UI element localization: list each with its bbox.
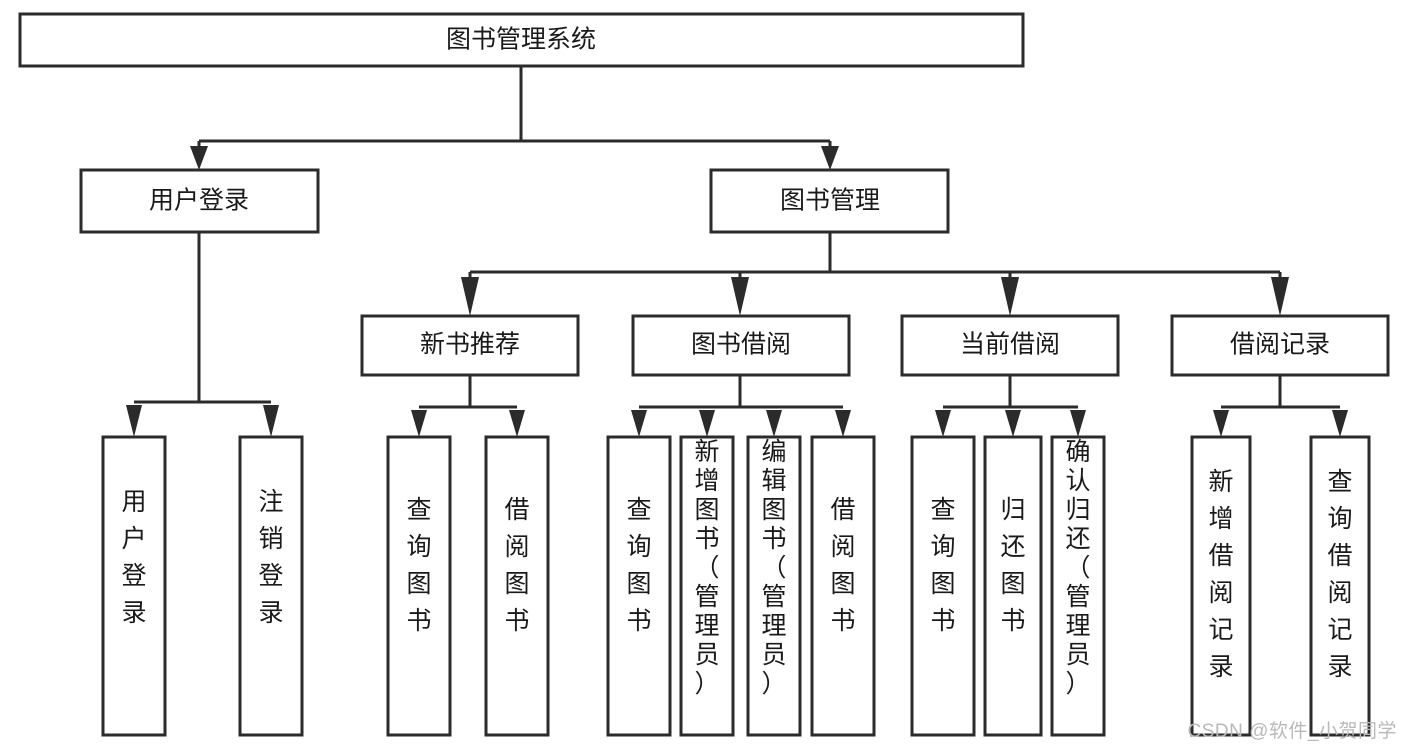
node-leaf-borrow-book-1-label: 借阅图书 [504,496,529,635]
node-leaf-edit-book-label: 编辑图书（管理员） [761,438,786,698]
node-leaf-return-book[interactable]: 归还图书 [983,435,1043,737]
node-leaf-edit-book-box[interactable] [746,435,802,737]
node-leaf-logout-box[interactable] [238,435,304,737]
node-leaf-add-book-box[interactable] [679,435,735,737]
node-user-login-label: 用户登录 [149,187,249,215]
node-leaf-query-book-1-box[interactable] [386,435,452,737]
node-book-borrow[interactable]: 图书借阅 [631,314,851,377]
node-root[interactable]: 图书管理系统 [18,12,1025,68]
node-leaf-query-book-1[interactable]: 查询图书 [386,435,452,737]
arrowhead-leaf-borrow-book-2 [835,410,851,437]
node-leaf-add-borrow-record-label: 新增借阅记录 [1208,468,1233,681]
node-leaf-logout-label: 注销登录 [258,488,283,627]
arrowhead-book-manage [821,146,839,170]
arrowhead-leaf-add-book [699,410,715,437]
node-book-manage[interactable]: 图书管理 [709,168,950,234]
node-leaf-logout[interactable]: 注销登录 [238,435,304,737]
node-book-borrow-box[interactable] [631,314,851,377]
node-leaf-confirm-return[interactable]: 确认归还（管理员） [1050,435,1106,737]
arrowhead-leaf-query-book-1 [411,410,427,437]
arrowhead-currentborrow [1001,277,1019,316]
node-new-book-recommend-label: 新书推荐 [420,331,520,359]
node-leaf-add-borrow-record[interactable]: 新增借阅记录 [1190,435,1252,737]
arrowhead-leaf-add-borrow-record [1213,410,1229,437]
connector-group-bookborrow-to-leaves [631,375,851,437]
arrowhead-leaf-query-borrow-record [1332,410,1348,437]
node-borrow-record-label: 借阅记录 [1230,331,1330,359]
node-root-label: 图书管理系统 [446,26,596,54]
connector-group-borrowrecord-to-leaves [1213,375,1348,437]
node-book-manage-label: 图书管理 [780,187,880,215]
arrowhead-leaf-edit-book [766,410,782,437]
node-leaf-borrow-book-2[interactable]: 借阅图书 [810,435,876,737]
node-borrow-record-box[interactable] [1170,314,1390,377]
node-leaf-confirm-return-label: 确认归还（管理员） [1065,438,1090,698]
node-leaf-add-book[interactable]: 新增图书（管理员） [679,435,735,737]
node-leaf-user-login-label: 用户登录 [121,488,146,627]
arrowhead-newbook [461,277,479,316]
node-book-manage-box[interactable] [709,168,950,234]
arrowhead-leaf-query-book-2 [631,410,647,437]
arrowhead-leaf-logout [263,405,279,437]
node-leaf-query-book-3[interactable]: 查询图书 [910,435,976,737]
node-leaf-borrow-book-2-box[interactable] [810,435,876,737]
connector-group-userlogin-to-leaves [126,232,279,437]
node-leaf-confirm-return-box[interactable] [1050,435,1106,737]
arrowhead-user-login [190,146,208,170]
connector-group-currentborrow-to-leaves [935,375,1086,437]
arrowhead-leaf-user-login [126,405,142,437]
arrowhead-leaf-return-book [1005,410,1021,437]
node-book-borrow-label: 图书借阅 [691,331,791,359]
node-leaf-edit-book[interactable]: 编辑图书（管理员） [746,435,802,737]
connector-group-bookmanage-to-level3 [461,232,1289,316]
node-leaf-query-borrow-record-box[interactable] [1309,435,1371,737]
arrowhead-leaf-query-book-3 [935,410,951,437]
node-leaf-query-book-1-label: 查询图书 [406,496,431,635]
arrowhead-leaf-borrow-book-1 [509,410,525,437]
node-leaf-add-borrow-record-box[interactable] [1190,435,1252,737]
node-leaf-query-book-3-box[interactable] [910,435,976,737]
node-leaf-borrow-book-1-box[interactable] [484,435,550,737]
node-leaf-borrow-book-2-label: 借阅图书 [830,496,855,635]
arrowhead-leaf-confirm-return [1070,410,1086,437]
node-current-borrow-box[interactable] [900,314,1120,377]
node-leaf-query-borrow-record-label: 查询借阅记录 [1327,468,1352,681]
connector-group-root-to-level2 [190,66,839,170]
node-leaf-query-book-2-label: 查询图书 [626,496,651,635]
node-leaf-return-book-label: 归还图书 [1000,496,1025,635]
node-current-borrow[interactable]: 当前借阅 [900,314,1120,377]
arrowhead-borrowrecord [1271,277,1289,316]
node-new-book-recommend-box[interactable] [360,314,580,377]
node-leaf-query-book-2-box[interactable] [606,435,672,737]
node-leaf-user-login-box[interactable] [101,435,167,737]
arrowhead-bookborrow [731,277,749,316]
node-leaf-query-book-3-label: 查询图书 [930,496,955,635]
connector-group-newbook-to-leaves [411,375,525,437]
node-leaf-return-book-box[interactable] [983,435,1043,737]
node-user-login-box[interactable] [79,168,320,234]
node-new-book-recommend[interactable]: 新书推荐 [360,314,580,377]
node-leaf-add-book-label: 新增图书（管理员） [694,438,719,698]
node-root-box[interactable] [18,12,1025,68]
node-leaf-query-borrow-record[interactable]: 查询借阅记录 [1309,435,1371,737]
node-current-borrow-label: 当前借阅 [960,331,1060,359]
node-leaf-query-book-2[interactable]: 查询图书 [606,435,672,737]
node-leaf-user-login[interactable]: 用户登录 [101,435,167,737]
node-borrow-record[interactable]: 借阅记录 [1170,314,1390,377]
csdn-watermark: CSDN @软件_小贺同学 [1187,721,1397,742]
node-user-login[interactable]: 用户登录 [79,168,320,234]
node-leaf-borrow-book-1[interactable]: 借阅图书 [484,435,550,737]
